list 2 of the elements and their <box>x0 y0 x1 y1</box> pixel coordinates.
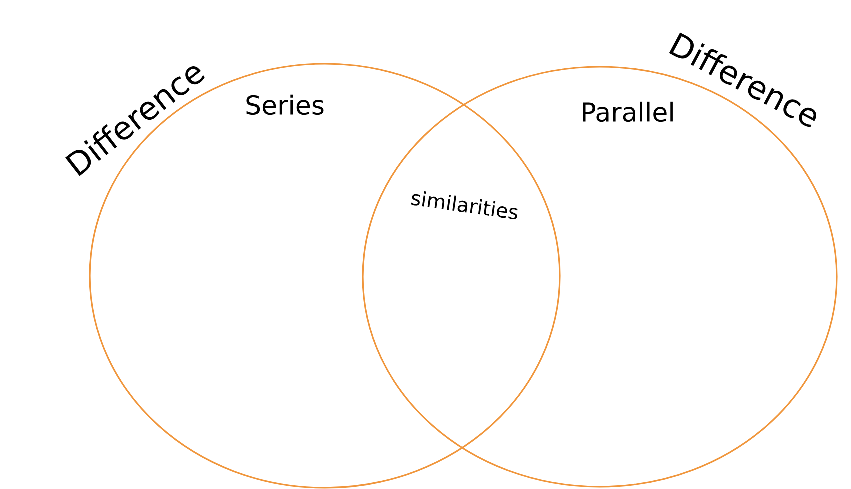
overlap-label: similarities <box>411 191 518 220</box>
category-label: Series <box>246 94 324 116</box>
